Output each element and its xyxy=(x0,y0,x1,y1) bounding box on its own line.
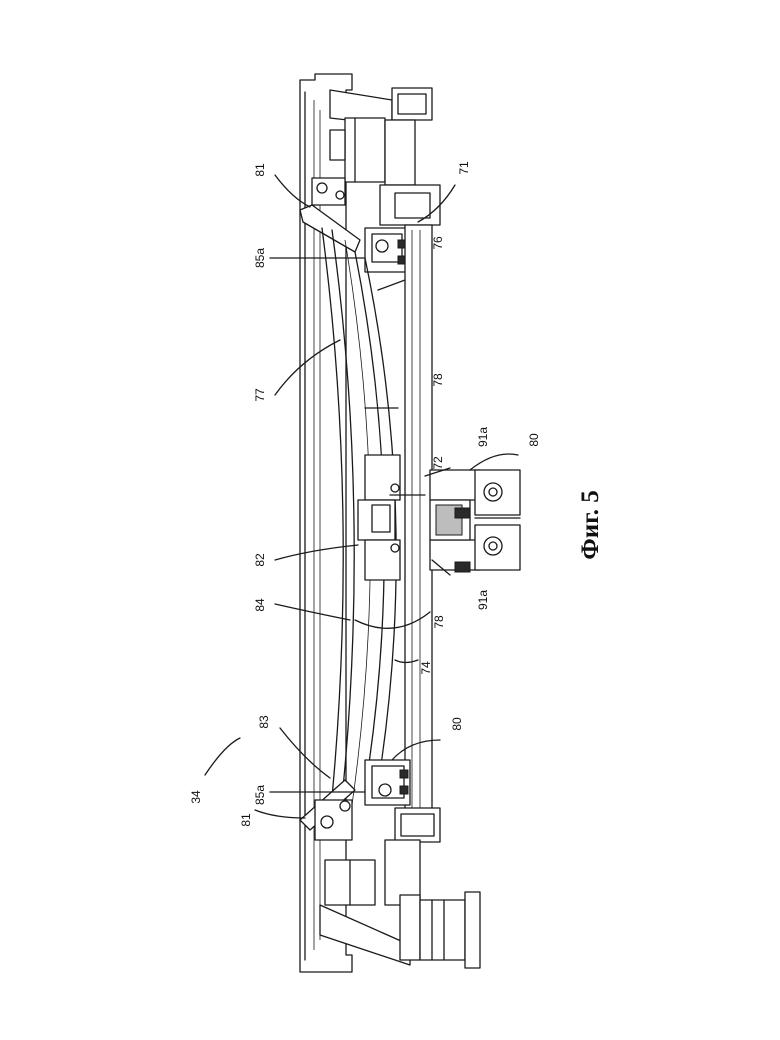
assembly-drawing xyxy=(300,74,520,972)
label-71: 71 xyxy=(457,161,471,175)
label-74: 74 xyxy=(419,661,433,675)
label-80-lower: 80 xyxy=(450,717,464,731)
label-76: 76 xyxy=(431,236,445,250)
label-85a-upper: 85a xyxy=(253,248,267,268)
label-77: 77 xyxy=(253,388,267,402)
figure-caption: Фиг. 5 xyxy=(577,490,604,559)
label-81-upper: 81 xyxy=(253,163,267,177)
label-80-upper: 80 xyxy=(527,433,541,447)
label-91a-lower: 91a xyxy=(476,590,490,610)
label-78-upper: 78 xyxy=(431,373,445,387)
label-81-lower: 81 xyxy=(239,813,253,827)
label-34: 34 xyxy=(189,790,203,804)
label-85a-lower: 85a xyxy=(253,785,267,805)
label-84: 84 xyxy=(253,598,267,612)
label-72: 72 xyxy=(431,456,445,470)
label-91a-upper: 91a xyxy=(476,427,490,447)
label-82: 82 xyxy=(253,553,267,567)
label-83: 83 xyxy=(257,715,271,729)
label-78-lower: 78 xyxy=(432,615,446,629)
